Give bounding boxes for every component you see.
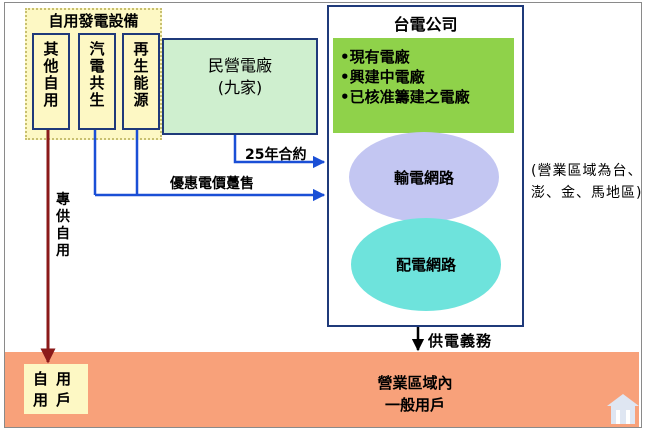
general-users-label: 營業區域內 一般用戶 (300, 372, 530, 416)
service-area-band (5, 352, 639, 427)
cogeneration-label: 汽電共生 (87, 41, 106, 109)
diagram-frame (4, 2, 642, 428)
general-users-line-1: 營業區域內 (377, 374, 453, 392)
ipp-subtitle: (九家) (217, 78, 263, 97)
ipp-title: 民營電廠 (207, 56, 272, 75)
ipp-box (162, 38, 318, 135)
renewable-energy-box: 再生能源 (122, 33, 160, 130)
wholesale-label: 優惠電價躉售 (170, 176, 254, 192)
contract-label: 25年合約 (245, 147, 307, 163)
distribution-network: 配電網路 (351, 218, 501, 311)
other-self-use-label: 其他自用 (41, 41, 60, 109)
transmission-label: 輸電網路 (393, 168, 454, 187)
self-users-line-2: 用戶 (32, 391, 79, 409)
other-self-use-box: 其他自用 (32, 33, 70, 130)
obligation-label: 供電義務 (428, 332, 493, 350)
plant-item-under-construction: •興建中電廠 (340, 68, 425, 86)
cogeneration-box: 汽電共生 (78, 33, 116, 130)
contract-arrow (233, 135, 326, 169)
self-users-line-1: 自用 (32, 370, 79, 388)
plant-item-existing: •現有電廠 (340, 48, 410, 66)
taipower-title: 台電公司 (393, 15, 458, 34)
service-area-note: (營業區域為台、澎、金、馬地區) (531, 163, 643, 201)
dedicated-label: 專供自用 (56, 192, 70, 259)
plants-box (333, 38, 514, 133)
self-users-box: 自用 用戶 (24, 364, 88, 414)
transmission-network: 輸電網路 (349, 132, 499, 222)
watermark-logo-icon (607, 394, 639, 424)
general-users-line-2: 一般用戶 (384, 396, 445, 414)
plant-item-approved: •已核准籌建之電廠 (340, 88, 470, 106)
self-generation-title: 自用發電設備 (48, 12, 139, 30)
distribution-label: 配電網路 (395, 256, 456, 274)
renewable-energy-label: 再生能源 (131, 41, 150, 109)
